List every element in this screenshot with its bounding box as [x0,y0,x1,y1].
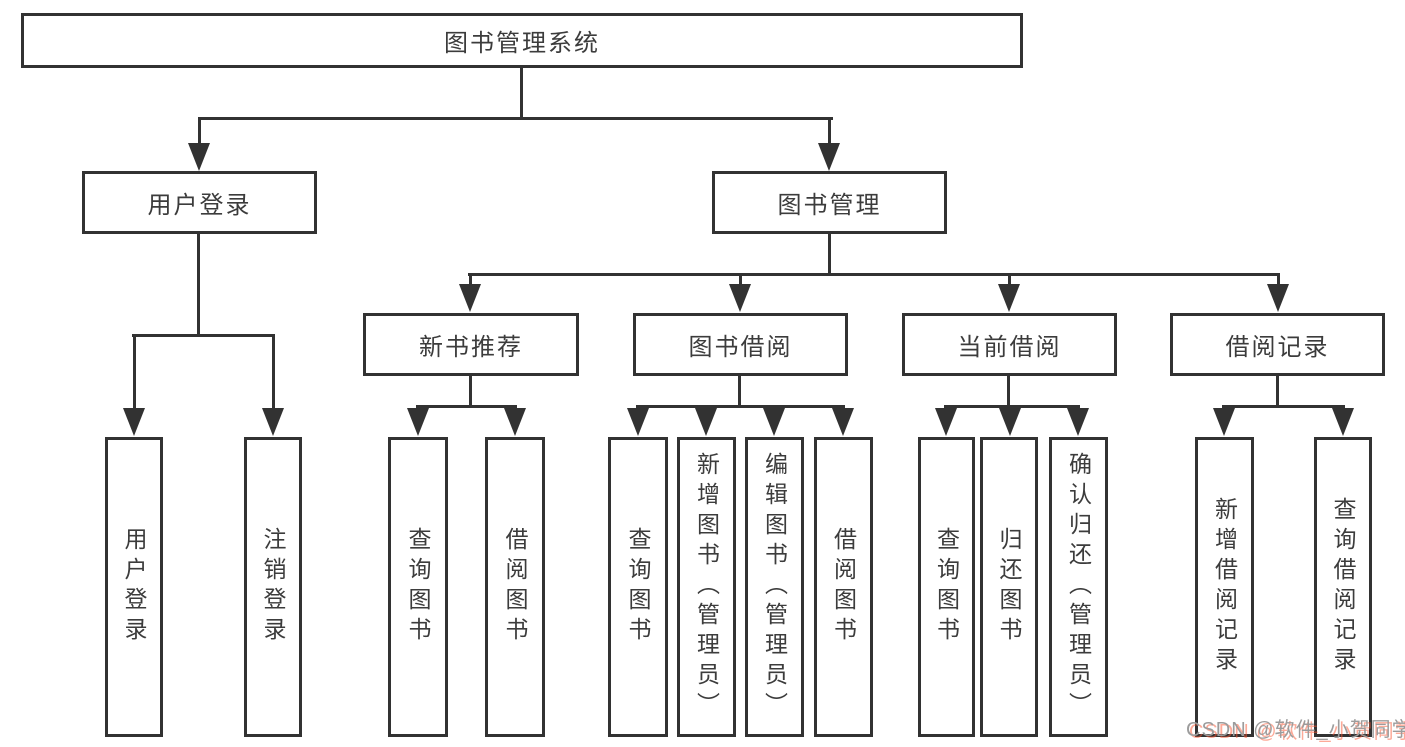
arrowhead-down [998,284,1020,312]
arrowhead-down [729,284,751,312]
connector [132,334,275,337]
connector [828,117,831,147]
arrowhead-down [832,408,854,436]
leaf-query-books-borrow: 查询图书 [608,437,668,737]
leaf-query-borrow-record: 查询借阅记录 [1314,437,1372,737]
connector [1007,376,1010,407]
leaf-query-books-recommend: 查询图书 [388,437,448,737]
arrowhead-down [1332,408,1354,436]
arrowhead-down [627,408,649,436]
node-library-management-system: 图书管理系统 [21,13,1023,68]
node-current-borrowing: 当前借阅 [902,313,1117,376]
node-borrow-records: 借阅记录 [1170,313,1385,376]
leaf-add-borrow-record: 新增借阅记录 [1195,437,1254,737]
connector [1222,405,1345,408]
leaf-user-login: 用户登录 [105,437,163,737]
connector [469,376,472,407]
connector [944,405,1080,408]
leaf-borrow-books: 借阅图书 [814,437,873,737]
node-new-book-recommend: 新书推荐 [363,313,579,376]
leaf-return-books: 归还图书 [980,437,1038,737]
connector [198,117,201,147]
arrowhead-down [763,408,785,436]
connector [1277,273,1280,286]
arrowhead-down [188,143,210,171]
arrowhead-down [459,284,481,312]
leaf-query-books-current: 查询图书 [918,437,975,737]
connector [416,405,517,408]
connector [469,273,472,286]
connector [197,234,200,336]
leaf-logout: 注销登录 [244,437,302,737]
leaf-confirm-return-admin: 确认归还（管理员） [1049,437,1108,737]
arrowhead-down [1267,284,1289,312]
watermark: CSDN @软件_小贺同学 [1186,719,1405,741]
leaf-borrow-books-recommend: 借阅图书 [485,437,545,737]
connector [468,273,1280,276]
connector [636,405,845,408]
arrowhead-down [123,408,145,436]
connector [272,334,275,410]
connector [520,68,523,119]
connector [1008,273,1011,286]
connector [738,376,741,407]
connector [198,117,833,120]
arrowhead-down [818,143,840,171]
arrowhead-down [695,408,717,436]
connector [1276,376,1279,407]
connector [828,234,831,275]
connector [133,334,136,410]
node-book-management: 图书管理 [712,171,947,234]
arrowhead-down [1213,408,1235,436]
connector [739,273,742,286]
arrowhead-down [1067,408,1089,436]
arrowhead-down [504,408,526,436]
node-book-borrowing: 图书借阅 [633,313,848,376]
arrowhead-down [935,408,957,436]
arrowhead-down [999,408,1021,436]
leaf-edit-book-admin: 编辑图书（管理员） [745,437,804,737]
node-user-login: 用户登录 [82,171,317,234]
leaf-add-book-admin: 新增图书（管理员） [677,437,736,737]
arrowhead-down [262,408,284,436]
arrowhead-down [407,408,429,436]
